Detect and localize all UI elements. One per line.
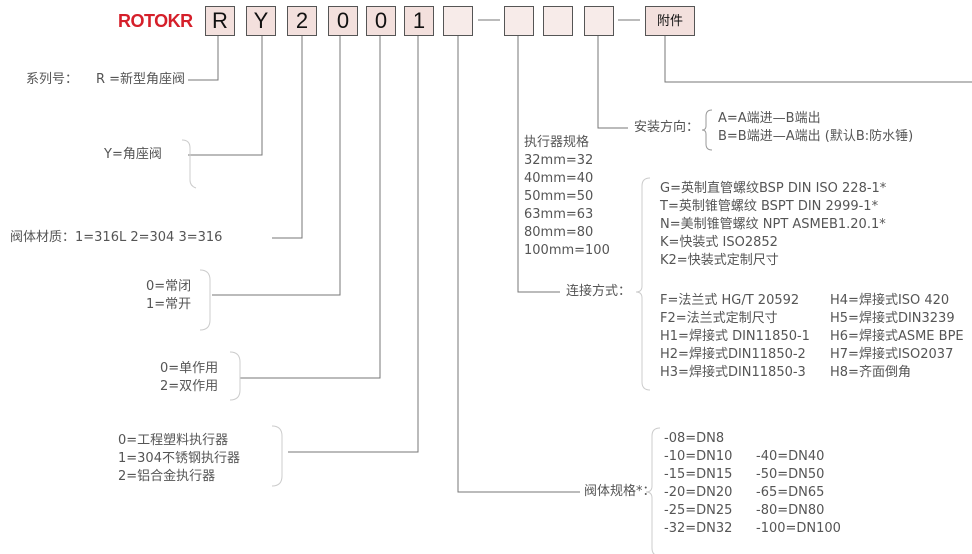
code-box-series: R bbox=[205, 6, 235, 36]
action-list: 0=单作用 2=双作用 bbox=[160, 360, 218, 396]
code-box-install-direction bbox=[584, 6, 614, 36]
connection-item: H6=焊接式ASME BPE bbox=[830, 329, 964, 344]
actuator-spec-list: 执行器规格 32mm=32 40mm=40 50mm=50 63mm=63 80… bbox=[524, 134, 610, 260]
connection-item: K=快装式 ISO2852 bbox=[660, 235, 778, 250]
connection-label: 连接方式： bbox=[566, 284, 632, 299]
body-size-left-col: -10=DN10 -15=DN15 -20=DN20 -25=DN25 -32=… bbox=[664, 448, 732, 538]
brand-logo: ROTOKR bbox=[118, 11, 193, 31]
code-box-accessory: 附件 bbox=[645, 6, 695, 36]
action-item: 2=双作用 bbox=[160, 379, 219, 394]
connection-item: H5=焊接式DIN3239 bbox=[830, 311, 955, 326]
actuator-spec-item: 32mm=32 bbox=[524, 153, 594, 168]
valve-type: Y=角座阀 bbox=[104, 147, 162, 162]
body-size-item: -40=DN40 bbox=[756, 449, 825, 464]
code-box-actuator-material: 1 bbox=[404, 6, 434, 36]
code-box-actuator-spec bbox=[543, 6, 573, 36]
actuator-spec-item: 100mm=100 bbox=[524, 243, 610, 258]
install-direction-item: A=A端进—B端出 bbox=[718, 111, 821, 126]
connection-item: H3=焊接式DIN11850-3 bbox=[660, 365, 806, 380]
body-size-label: 阀体规格*： bbox=[584, 484, 656, 499]
actuator-spec-item: 40mm=40 bbox=[524, 171, 594, 186]
connection-item: H7=焊接式ISO2037 bbox=[830, 347, 954, 362]
actuator-spec-item: 80mm=80 bbox=[524, 225, 594, 240]
connection-item: H4=焊接式ISO 420 bbox=[830, 293, 950, 308]
body-size-item: -10=DN10 bbox=[664, 449, 733, 464]
code-box-body-size bbox=[443, 6, 473, 36]
connection-item: H1=焊接式 DIN11850-1 bbox=[660, 329, 810, 344]
action-item: 0=单作用 bbox=[160, 361, 219, 376]
actuator-material-item: 2=铝合金执行器 bbox=[118, 469, 216, 484]
normal-state-item: 0=常闭 bbox=[146, 279, 192, 294]
connection-left-col: F=法兰式 HG/T 20592 F2=法兰式定制尺寸 H1=焊接式 DIN11… bbox=[660, 292, 810, 382]
code-box-normal-state: 0 bbox=[328, 6, 358, 36]
code-box-material: 2 bbox=[287, 6, 317, 36]
actuator-material-list: 0=工程塑料执行器 1=304不锈钢执行器 2=铝合金执行器 bbox=[118, 432, 240, 486]
series-value: R =新型角座阀 bbox=[96, 72, 186, 87]
code-box-type: Y bbox=[246, 6, 276, 36]
body-size-item: -50=DN50 bbox=[756, 467, 825, 482]
connection-right-col: H4=焊接式ISO 420 H5=焊接式DIN3239 H6=焊接式ASME B… bbox=[830, 292, 964, 382]
code-box-connection bbox=[504, 6, 534, 36]
actuator-spec-item: 50mm=50 bbox=[524, 189, 594, 204]
body-material: 阀体材质：1=316L 2=304 3=316 bbox=[10, 230, 223, 245]
install-direction-item: B=B端进—A端出 (默认B:防水锤) bbox=[718, 129, 914, 144]
connection-item: F2=法兰式定制尺寸 bbox=[660, 311, 778, 326]
connection-item: G=英制直管螺纹BSP DIN ISO 228-1* bbox=[660, 181, 887, 196]
actuator-spec-title: 执行器规格 bbox=[524, 135, 590, 150]
normal-state-item: 1=常开 bbox=[146, 297, 192, 312]
body-size-item: -20=DN20 bbox=[664, 485, 733, 500]
connection-item: H8=齐面倒角 bbox=[830, 365, 911, 380]
actuator-material-item: 1=304不锈钢执行器 bbox=[118, 451, 240, 466]
connection-item: K2=快装式定制尺寸 bbox=[660, 253, 779, 268]
code-box-action: 0 bbox=[366, 6, 396, 36]
connection-item: N=美制锥管螺纹 NPT ASMEB1.20.1* bbox=[660, 217, 886, 232]
actuator-spec-item: 63mm=63 bbox=[524, 207, 594, 222]
normal-state-list: 0=常闭 1=常开 bbox=[146, 278, 191, 314]
connection-item: F=法兰式 HG/T 20592 bbox=[660, 293, 800, 308]
actuator-material-item: 0=工程塑料执行器 bbox=[118, 433, 229, 448]
body-size-right-col: -40=DN40 -50=DN50 -65=DN65 -80=DN80 -100… bbox=[756, 448, 841, 538]
install-direction-list: A=A端进—B端出 B=B端进—A端出 (默认B:防水锤) bbox=[718, 110, 913, 146]
body-size-item: -25=DN25 bbox=[664, 503, 733, 518]
body-size-item: -32=DN32 bbox=[664, 521, 733, 536]
series-label: 系列号： bbox=[26, 72, 79, 87]
connection-item: T=英制锥管螺纹 BSPT DIN 2999-1* bbox=[660, 199, 879, 214]
connection-item: H2=焊接式DIN11850-2 bbox=[660, 347, 806, 362]
body-size-item: -100=DN100 bbox=[756, 521, 841, 536]
body-size-item: -15=DN15 bbox=[664, 467, 733, 482]
body-size-first: -08=DN8 bbox=[664, 431, 725, 446]
body-size-item: -80=DN80 bbox=[756, 503, 825, 518]
connection-list: G=英制直管螺纹BSP DIN ISO 228-1* T=英制锥管螺纹 BSPT… bbox=[660, 180, 886, 270]
body-size-item: -65=DN65 bbox=[756, 485, 825, 500]
install-direction-label: 安装方向： bbox=[634, 120, 700, 135]
